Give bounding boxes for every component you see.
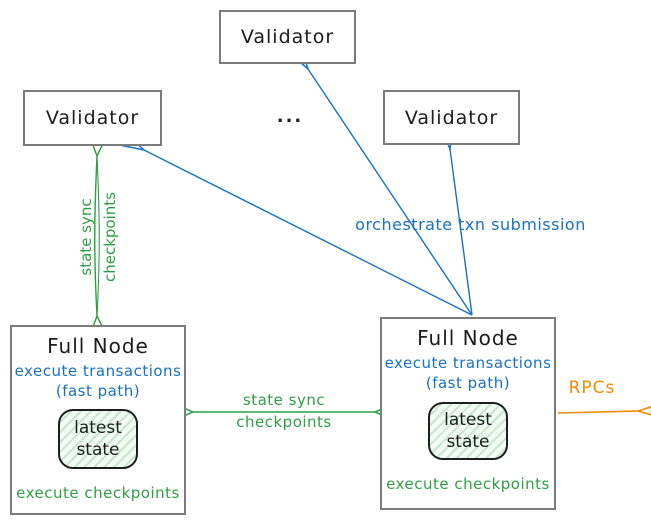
- edge-label-state-sync-vertical: state sync checkpoints: [74, 162, 122, 312]
- full-node-right-title: Full Node: [417, 326, 519, 350]
- full-node-right: Full Node execute transactions (fast pat…: [380, 317, 556, 510]
- validator-node-top: Validator: [219, 10, 356, 64]
- arrow-state-sync-vertical: [95, 156, 100, 316]
- full-node-right-exec: execute transactions (fast path): [385, 353, 552, 393]
- full-node-left-title: Full Node: [47, 334, 149, 358]
- full-node-right-exec-line2: (fast path): [425, 374, 511, 392]
- edge-label-state-sync-horizontal: state sync checkpoints: [204, 389, 364, 433]
- edge-label-rpcs: RPCs: [568, 378, 616, 398]
- validators-ellipsis: ...: [276, 106, 304, 127]
- full-node-left-exec: execute transactions (fast path): [15, 361, 182, 401]
- validator-left-label: Validator: [45, 107, 140, 129]
- full-node-right-exec-line1: execute transactions: [384, 354, 552, 372]
- validator-right-label: Validator: [404, 106, 499, 129]
- latest-state-left-line1: latest: [74, 418, 122, 438]
- full-node-left-exec-line1: execute transactions: [14, 362, 182, 380]
- arrow-orchestrate-to-validator-left: [144, 150, 473, 316]
- latest-state-right: latest state: [428, 402, 508, 460]
- edge-label-orchestrate: orchestrate txn submission: [355, 215, 586, 234]
- full-node-left-footer: execute checkpoints: [16, 484, 180, 502]
- full-node-left: Full Node execute transactions (fast pat…: [10, 325, 186, 515]
- latest-state-right-line1: latest: [444, 410, 492, 430]
- arrow-orchestrate-to-validator-top: [308, 69, 473, 316]
- latest-state-left-line2: state: [76, 440, 120, 460]
- edge-label-state-sync-vertical-line1: state sync: [77, 198, 95, 276]
- full-node-right-footer: execute checkpoints: [386, 475, 550, 493]
- arrow-rpcs: [557, 411, 638, 413]
- edge-label-state-sync-horizontal-line2: checkpoints: [236, 413, 332, 431]
- validator-node-left: Validator: [23, 90, 162, 146]
- latest-state-left: latest state: [58, 409, 138, 469]
- validator-node-right: Validator: [383, 90, 520, 145]
- edge-label-state-sync-horizontal-line1: state sync: [242, 391, 326, 409]
- latest-state-right-line2: state: [446, 432, 490, 452]
- arrow-orchestrate-to-validator-right: [450, 149, 473, 316]
- validator-top-label: Validator: [240, 26, 335, 48]
- edge-label-state-sync-vertical-line2: checkpoints: [101, 192, 119, 282]
- full-node-left-exec-line2: (fast path): [55, 382, 141, 400]
